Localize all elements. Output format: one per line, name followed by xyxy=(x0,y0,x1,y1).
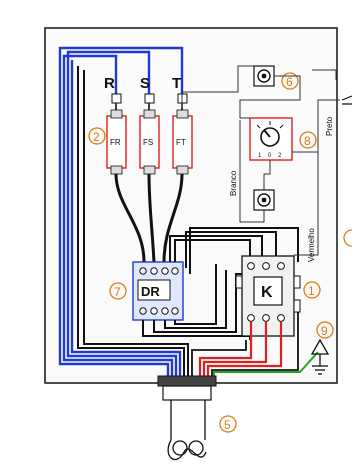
blue-supply-wires xyxy=(58,46,184,376)
callout-8-label: 7 xyxy=(114,285,121,299)
indicator-top xyxy=(253,65,275,87)
ground-symbol xyxy=(310,338,330,375)
callout-2-circle xyxy=(88,127,106,145)
edge-callout-fragment xyxy=(343,229,352,247)
callout-6-label: 6 xyxy=(286,75,293,89)
fuse-ft xyxy=(172,109,193,175)
callout-8-circle xyxy=(109,282,127,300)
wire-label-vermelho: Vermelho xyxy=(307,228,316,262)
overload-relay-label: DR xyxy=(141,284,160,299)
callout-9-label: 8 xyxy=(304,134,311,148)
overload-relay xyxy=(132,261,184,321)
selector-switch xyxy=(249,117,293,161)
wire-label-preto: Preto xyxy=(325,116,334,136)
callout-5-label: 5 xyxy=(224,418,231,432)
wire-label-branco: Branco xyxy=(229,170,238,196)
motor-black-wires xyxy=(191,312,299,376)
ground-wire xyxy=(213,351,319,376)
fuse-fs-label: FS xyxy=(143,138,153,147)
callout-2-label: 2 xyxy=(93,130,100,144)
contactor-label: K xyxy=(261,284,273,301)
fuse-ft-label: FT xyxy=(176,138,186,147)
selector-pos-2: 2 xyxy=(278,153,282,159)
phase-t-label: T xyxy=(172,75,181,92)
motor-red-wires xyxy=(198,322,283,376)
phase-r-label: R xyxy=(104,75,115,92)
selector-pos-1: 1 xyxy=(258,153,262,159)
left-black-wires xyxy=(77,66,189,376)
callout-7-circle xyxy=(316,321,334,339)
selector-pos-0: 0 xyxy=(268,153,272,159)
phase-s-label: S xyxy=(140,75,150,92)
control-wires xyxy=(181,65,340,256)
callout-1-circle xyxy=(303,281,321,299)
cable-gland xyxy=(157,375,217,401)
indicator-mid xyxy=(253,189,275,211)
callout-9-circle xyxy=(299,131,317,149)
callout-1-label: 1 xyxy=(308,284,315,298)
callout-5-circle xyxy=(219,415,237,433)
callout-6-circle xyxy=(281,72,299,90)
fuse-fr-label: FR xyxy=(110,138,121,147)
conduit xyxy=(167,400,207,461)
fuse-to-relay-cables xyxy=(114,173,184,263)
edge-arrow xyxy=(341,95,352,105)
fuse-fs xyxy=(139,109,160,175)
callout-7-label: 9 xyxy=(321,324,328,338)
